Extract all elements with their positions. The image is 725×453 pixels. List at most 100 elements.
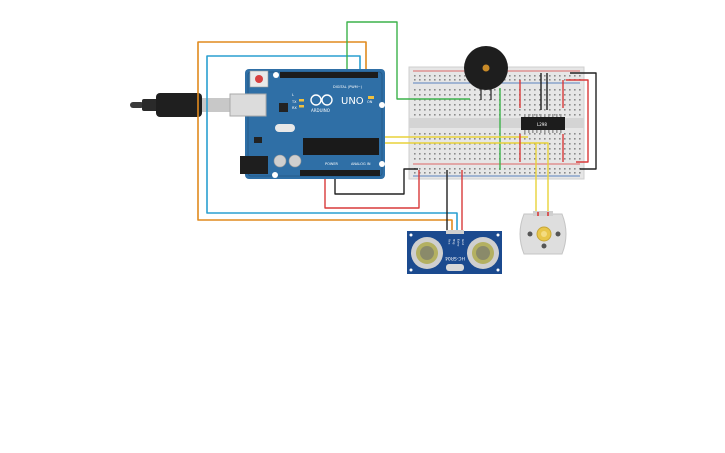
breadboard-hole	[414, 79, 416, 81]
wire-cyan	[206, 55, 458, 232]
breadboard-hole	[469, 114, 471, 116]
breadboard-hole	[424, 75, 426, 77]
breadboard-hole	[539, 94, 541, 96]
breadboard-hole	[579, 143, 581, 145]
breadboard-hole	[419, 168, 421, 170]
breadboard-hole	[494, 148, 496, 150]
breadboard-hole	[539, 133, 541, 135]
breadboard-hole	[534, 138, 536, 140]
breadboard-hole	[414, 153, 416, 155]
breadboard-hole	[539, 79, 541, 81]
breadboard-hole	[449, 143, 451, 145]
breadboard-hole	[554, 114, 556, 116]
breadboard-hole	[434, 133, 436, 135]
breadboard-hole	[424, 148, 426, 150]
breadboard-hole	[484, 104, 486, 106]
breadboard-hole	[494, 94, 496, 96]
breadboard-hole	[564, 138, 566, 140]
ic-pin	[552, 130, 554, 133]
led-tx	[299, 99, 304, 102]
breadboard-hole	[439, 143, 441, 145]
breadboard-hole	[569, 109, 571, 111]
breadboard-hole	[554, 75, 556, 77]
breadboard-hole	[494, 133, 496, 135]
breadboard-hole	[549, 148, 551, 150]
breadboard-hole	[484, 143, 486, 145]
ic-pin	[552, 114, 554, 117]
breadboard-hole	[559, 114, 561, 116]
breadboard-hole	[424, 99, 426, 101]
breadboard-hole	[469, 89, 471, 91]
breadboard-hole	[544, 143, 546, 145]
breadboard-hole	[464, 75, 466, 77]
breadboard-hole	[509, 158, 511, 160]
breadboard-hole	[434, 89, 436, 91]
breadboard-hole	[579, 104, 581, 106]
breadboard-hole	[514, 79, 516, 81]
breadboard-hole	[414, 75, 416, 77]
breadboard-hole	[419, 172, 421, 174]
breadboard-hole	[439, 133, 441, 135]
breadboard-hole	[464, 153, 466, 155]
breadboard-hole	[449, 158, 451, 160]
arduino-uno-board: UNO ARDUINO DIGITAL (PWM~) POWER ANALOG …	[229, 69, 385, 179]
breadboard-hole	[574, 104, 576, 106]
breadboard-hole	[439, 94, 441, 96]
breadboard-hole	[529, 168, 531, 170]
breadboard-hole	[454, 143, 456, 145]
breadboard-hole	[569, 99, 571, 101]
breadboard-hole	[439, 168, 441, 170]
breadboard-hole	[419, 138, 421, 140]
breadboard-hole	[474, 99, 476, 101]
breadboard-hole	[529, 138, 531, 140]
breadboard-hole	[509, 143, 511, 145]
breadboard-hole	[439, 99, 441, 101]
breadboard-hole	[574, 172, 576, 174]
breadboard-hole	[559, 158, 561, 160]
breadboard-hole	[534, 148, 536, 150]
breadboard-hole	[544, 138, 546, 140]
breadboard-hole	[549, 104, 551, 106]
breadboard-hole	[564, 109, 566, 111]
breadboard-hole	[479, 89, 481, 91]
led-rx	[299, 105, 304, 108]
breadboard-hole	[569, 148, 571, 150]
breadboard-hole	[414, 143, 416, 145]
breadboard-hole	[434, 158, 436, 160]
breadboard-hole	[524, 109, 526, 111]
breadboard-hole	[454, 133, 456, 135]
breadboard-hole	[569, 89, 571, 91]
breadboard-hole	[569, 114, 571, 116]
breadboard-hole	[539, 75, 541, 77]
breadboard-hole	[489, 104, 491, 106]
wire-orange	[197, 41, 453, 232]
breadboard-hole	[504, 143, 506, 145]
breadboard-hole	[509, 75, 511, 77]
breadboard-hole	[444, 75, 446, 77]
breadboard-hole	[529, 75, 531, 77]
breadboard-hole	[529, 79, 531, 81]
breadboard-hole	[454, 153, 456, 155]
breadboard-hole	[579, 153, 581, 155]
breadboard-hole	[429, 114, 431, 116]
breadboard-hole	[579, 109, 581, 111]
breadboard-hole	[544, 79, 546, 81]
breadboard-hole	[559, 153, 561, 155]
breadboard-hole	[484, 172, 486, 174]
breadboard-hole	[489, 168, 491, 170]
breadboard-hole	[454, 104, 456, 106]
breadboard-hole	[519, 172, 521, 174]
breadboard-hole	[529, 172, 531, 174]
pin-label-vcc: Vcc	[448, 239, 452, 245]
breadboard-hole	[549, 99, 551, 101]
dc-motor	[519, 211, 567, 255]
breadboard-hole	[539, 172, 541, 174]
breadboard-hole	[544, 99, 546, 101]
breadboard-hole	[559, 99, 561, 101]
breadboard-hole	[509, 148, 511, 150]
breadboard-hole	[534, 99, 536, 101]
breadboard-hole	[489, 94, 491, 96]
breadboard-hole	[449, 168, 451, 170]
breadboard-hole	[479, 104, 481, 106]
breadboard-hole	[449, 79, 451, 81]
